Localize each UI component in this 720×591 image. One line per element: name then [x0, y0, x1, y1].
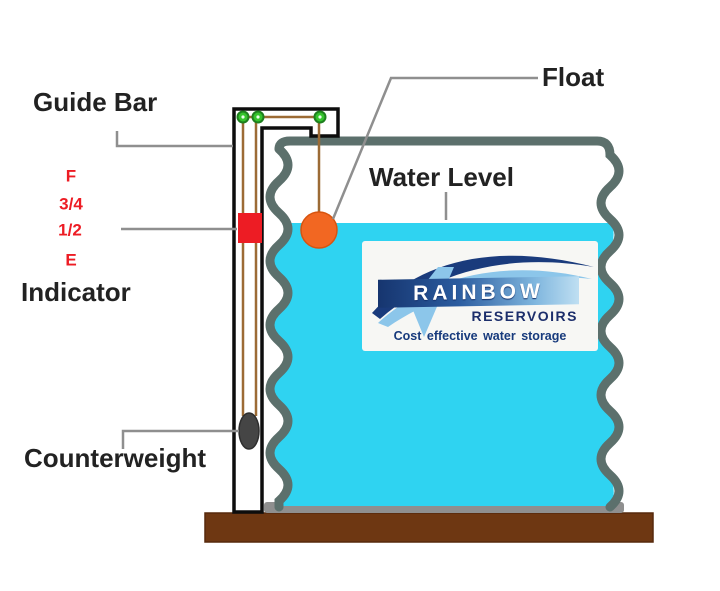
- scale-mark-three-quarters: 3/4: [59, 194, 83, 214]
- pulley-axle-icon: [241, 115, 245, 119]
- counterweight-label: Counterweight: [24, 443, 206, 473]
- logo-tagline-text: Cost effective water storage: [393, 329, 567, 343]
- logo-brand-text: RAINBOW: [413, 279, 544, 305]
- pulley-axle-icon: [318, 115, 322, 119]
- scale-mark-full: F: [65, 166, 77, 186]
- scale-mark-half: 1/2: [58, 220, 82, 240]
- counterweight-ball: [238, 412, 260, 450]
- tank-left-wall: [265, 144, 293, 512]
- float-pointer-line: [331, 76, 538, 220]
- rainbow-reservoirs-logo: RAINBOW RESERVOIRS Cost effective water …: [362, 241, 598, 351]
- guide-bar-label: Guide Bar: [33, 87, 158, 117]
- logo-sub-brand-text: RESERVOIRS: [471, 308, 578, 324]
- float-label: Float: [542, 62, 605, 92]
- indicator-label: Indicator: [21, 277, 131, 307]
- pulley-axle-icon: [256, 115, 260, 119]
- water-level-label: Water Level: [369, 162, 514, 192]
- ground-base: [204, 512, 654, 543]
- counterweight-pointer-line: [121, 429, 239, 449]
- scale-mark-empty: E: [65, 250, 77, 270]
- guide-bar-frame: [232, 107, 340, 514]
- pointer-lines: [115, 76, 538, 449]
- guide-bar-pointer-line: [115, 131, 233, 148]
- pulleys: [236, 110, 327, 124]
- float-ball: [300, 211, 338, 249]
- logo-banner: RAINBOW: [378, 276, 579, 308]
- level-marker: [238, 213, 262, 243]
- tank-top-and-right-wall: [274, 136, 624, 512]
